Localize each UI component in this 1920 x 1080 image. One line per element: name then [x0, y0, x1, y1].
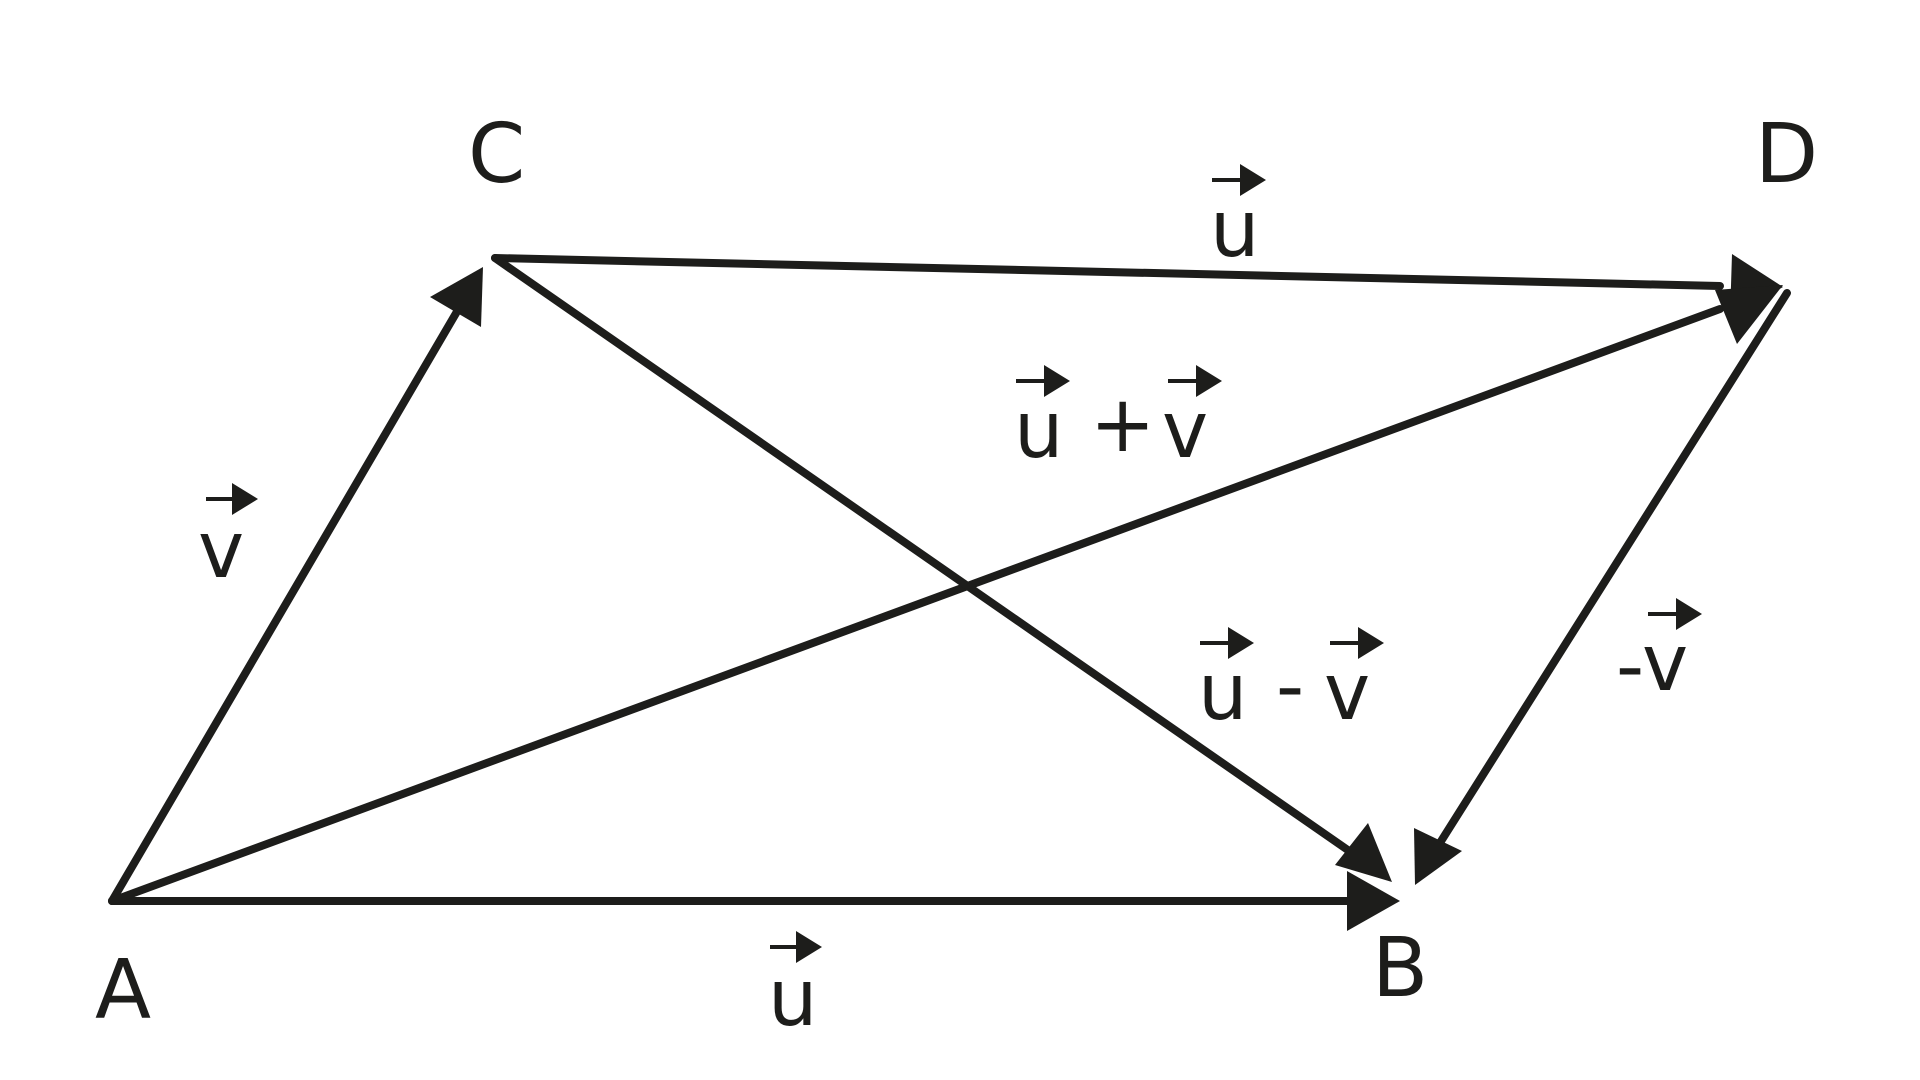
- vector-letter-v: v: [198, 506, 244, 596]
- arrowhead-ad: [1715, 285, 1783, 344]
- point-label-c: C: [468, 107, 525, 202]
- vector-label-cb: u - v: [1198, 627, 1384, 738]
- arrowhead-ab: [1347, 871, 1400, 931]
- segment-db: [1434, 289, 1791, 850]
- point-label-d: D: [1755, 107, 1818, 202]
- vector-arrow-head: [1240, 164, 1266, 196]
- segment-cd: [491, 254, 1724, 290]
- vector-arrow-head: [1196, 365, 1222, 397]
- segment-ad: [108, 305, 1724, 905]
- vector-arrow-head: [1358, 627, 1384, 659]
- arrowhead-db: [1414, 828, 1462, 885]
- arrowhead-cb: [1335, 823, 1392, 882]
- vector-letter-u: u: [1198, 648, 1247, 738]
- minus-sign: -: [1616, 622, 1644, 712]
- plus-sign: +: [1090, 380, 1155, 470]
- vector-arrow-head: [1044, 365, 1070, 397]
- vector-arrow-head: [796, 931, 822, 963]
- vector-arrow-head: [1676, 598, 1702, 630]
- minus-sign: -: [1276, 642, 1304, 732]
- vector-letter-v: v: [1324, 648, 1370, 738]
- vector-label-db: - v: [1616, 598, 1702, 712]
- point-label-a: A: [95, 943, 151, 1038]
- vector-letter-u: u: [1210, 185, 1259, 275]
- vector-arrow-head: [1228, 627, 1254, 659]
- vector-label-ab: u: [768, 931, 822, 1044]
- vector-label-ac: v: [198, 483, 258, 596]
- vector-label-cd: u: [1210, 164, 1266, 275]
- vector-letter-v: v: [1642, 619, 1688, 709]
- vector-label-ad: u + v: [1014, 365, 1222, 476]
- vector-arrow-head: [232, 483, 258, 515]
- segment-ac: [108, 299, 466, 905]
- vector-letter-u: u: [768, 954, 817, 1044]
- vector-letter-v: v: [1162, 386, 1208, 476]
- segment-cb: [491, 254, 1359, 859]
- arrowhead-ac: [430, 267, 483, 327]
- point-label-b: B: [1372, 921, 1428, 1016]
- vector-letter-u: u: [1014, 386, 1063, 476]
